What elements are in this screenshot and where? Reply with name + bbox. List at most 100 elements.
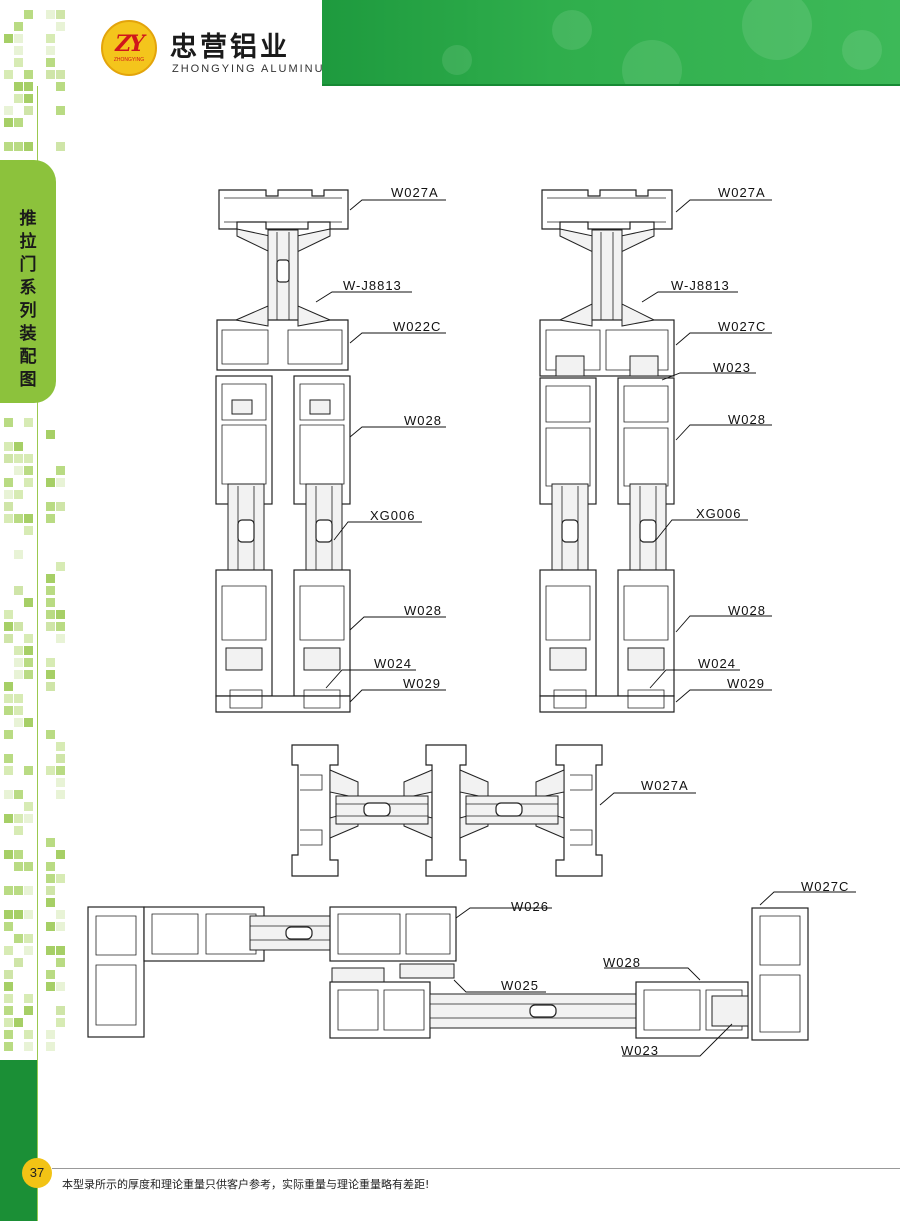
label-left-wj8813: W-J8813 (343, 278, 402, 293)
profile-wedge (236, 228, 271, 253)
profile-wj8813-right (591, 229, 623, 323)
profile-w028-top-left (215, 375, 273, 505)
mosaic-tile (24, 70, 33, 79)
mosaic-tile (4, 946, 13, 955)
mosaic-tile (24, 766, 33, 775)
mosaic-tile (24, 454, 33, 463)
mosaic-tile (56, 790, 65, 799)
mosaic-tile (46, 478, 55, 487)
mosaic-tile (46, 982, 55, 991)
mosaic-tile (14, 514, 23, 523)
mosaic-tile (24, 598, 33, 607)
profile-w028-bottom-right-b (617, 569, 675, 697)
mosaic-tile (4, 454, 13, 463)
mosaic-tile (4, 478, 13, 487)
mosaic-tile (56, 766, 65, 775)
mosaic-tile (56, 10, 65, 19)
mosaic-tile (4, 850, 13, 859)
mosaic-tile (24, 634, 33, 643)
mosaic-tile (4, 490, 13, 499)
mosaic-tile (4, 694, 13, 703)
mosaic-tile (14, 46, 23, 55)
brand-name-cn: 忠营铝业 (170, 32, 290, 63)
mosaic-tile (56, 106, 65, 115)
profile-w029 (215, 695, 351, 713)
mosaic-tile (24, 814, 33, 823)
mosaic-tile (56, 478, 65, 487)
mosaic-tile (46, 670, 55, 679)
mosaic-pattern (0, 0, 70, 1060)
mosaic-tile (4, 1042, 13, 1051)
middle-section-drawing: W027A (291, 744, 696, 877)
side-title-char: 拉 (19, 232, 37, 252)
profile-w027a-mid-3 (555, 744, 603, 877)
mosaic-tile (56, 958, 65, 967)
mosaic-tile (56, 562, 65, 571)
mosaic-tile (46, 970, 55, 979)
mosaic-tile (46, 46, 55, 55)
profile-w028-bottom-left (215, 569, 273, 697)
mosaic-tile (24, 910, 33, 919)
mosaic-tile (4, 994, 13, 1003)
mosaic-tile (24, 718, 33, 727)
mosaic-tile (4, 886, 13, 895)
mosaic-tile (24, 886, 33, 895)
mosaic-tile (14, 142, 23, 151)
mosaic-tile (14, 850, 23, 859)
label-left-w027a: W027A (391, 185, 439, 200)
mosaic-tile (4, 910, 13, 919)
mosaic-tile (24, 646, 33, 655)
profile-bottom-left-jamb (87, 906, 145, 1038)
mosaic-tile (14, 646, 23, 655)
mosaic-tile (46, 34, 55, 43)
mosaic-tile (24, 142, 33, 151)
mosaic-tile (4, 706, 13, 715)
profile-w029-right (539, 695, 675, 713)
mosaic-tile (56, 22, 65, 31)
side-tab (0, 160, 56, 403)
mosaic-tile (14, 706, 23, 715)
mosaic-tile (14, 442, 23, 451)
side-title-char: 列 (19, 301, 37, 321)
left-vertical-rule (37, 86, 38, 1221)
left-decoration: 推拉门系列装配图 (0, 0, 70, 1221)
label-right-xg006: XG006 (696, 506, 741, 521)
label-left-w022c: W022C (393, 319, 441, 334)
brand-logo: ZY ZHONGYING (101, 20, 157, 76)
label-right-w023: W023 (713, 360, 751, 375)
mosaic-tile (4, 922, 13, 931)
profile-w027a-right (541, 189, 673, 230)
mosaic-tile (46, 70, 55, 79)
footer-rule (52, 1168, 900, 1169)
mosaic-tile (56, 874, 65, 883)
mosaic-tile (46, 886, 55, 895)
mosaic-tile (14, 58, 23, 67)
mosaic-tile (56, 754, 65, 763)
label-right-w027c: W027C (718, 319, 766, 334)
mosaic-tile (24, 94, 33, 103)
mosaic-tile (56, 502, 65, 511)
mosaic-tile (14, 670, 23, 679)
bottom-section-drawing: W026 W025 W028 W023 W027C (87, 879, 856, 1058)
profile-w027a (218, 189, 349, 230)
mosaic-tile (46, 622, 55, 631)
mosaic-tile (46, 1042, 55, 1051)
mosaic-tile (56, 70, 65, 79)
mosaic-tile (4, 622, 13, 631)
mosaic-tile (4, 442, 13, 451)
label-bot-w026: W026 (511, 899, 549, 914)
mosaic-tile (14, 466, 23, 475)
mosaic-tile (14, 790, 23, 799)
mosaic-tile (56, 1018, 65, 1027)
mosaic-tile (24, 82, 33, 91)
label-left-w028-bottom: W028 (404, 603, 442, 618)
mosaic-tile (24, 514, 33, 523)
header: ZY ZHONGYING 忠营铝业 ZHONGYING ALUMINUM (0, 0, 900, 86)
mosaic-tile (4, 790, 13, 799)
mosaic-tile (46, 1030, 55, 1039)
mosaic-tile (56, 946, 65, 955)
label-right-w028-top: W028 (728, 412, 766, 427)
label-bot-w028: W028 (603, 955, 641, 970)
mosaic-tile (24, 478, 33, 487)
